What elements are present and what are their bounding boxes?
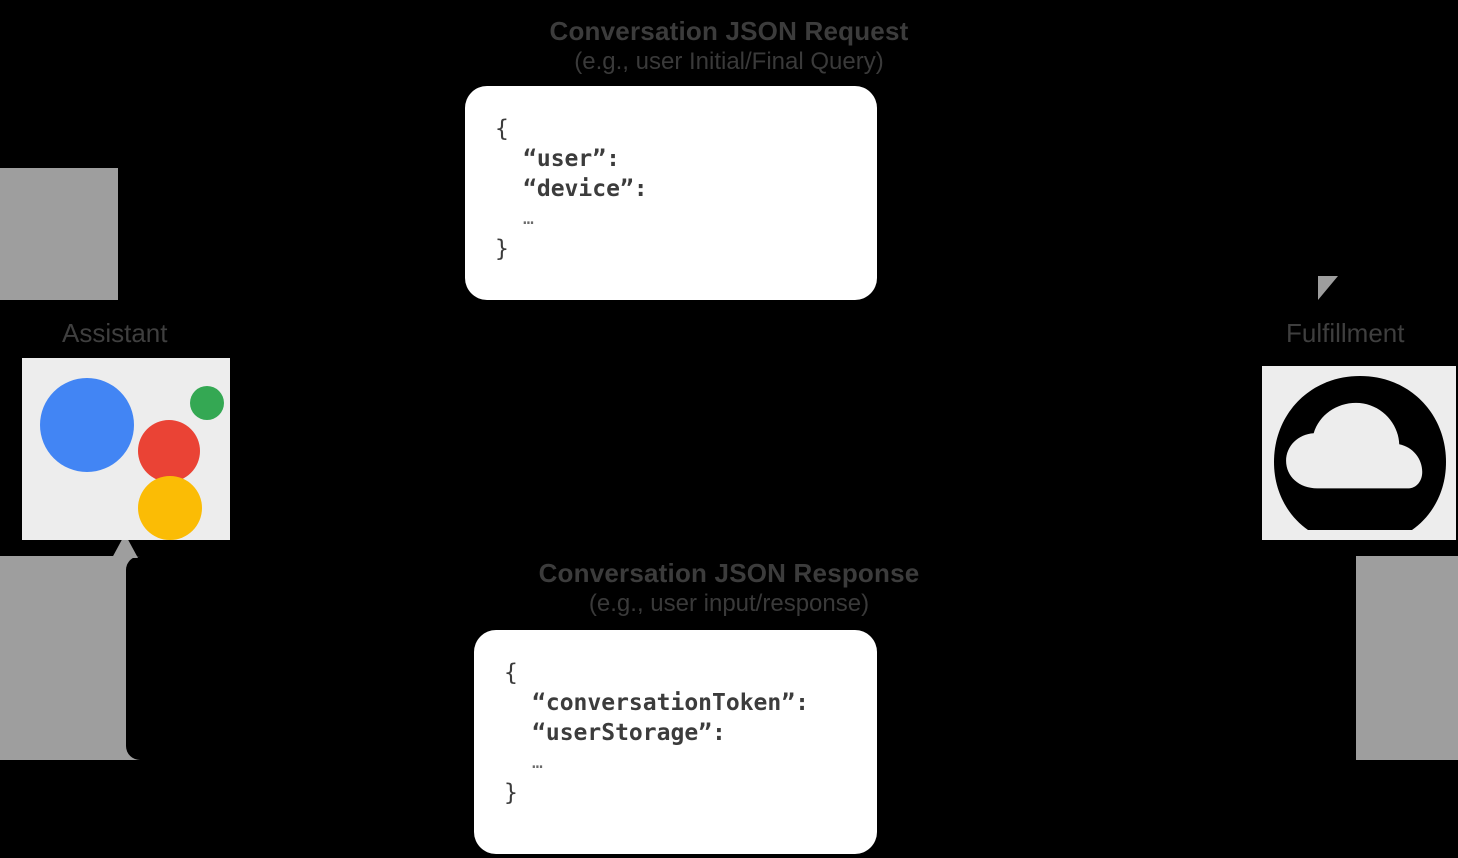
- fulfillment-icon-tile: [1262, 366, 1456, 540]
- response-json-key-user-storage: “userStorage”:: [532, 720, 726, 746]
- request-json-close-brace: }: [495, 236, 509, 262]
- request-json-card: { “user”: “device”: … }: [465, 86, 877, 300]
- response-json-close-brace: }: [504, 780, 518, 806]
- response-json-card: { “conversationToken”: “userStorage”: … …: [474, 630, 877, 854]
- cloud-icon: [1274, 376, 1446, 530]
- assistant-yellow-dot-icon: [138, 476, 202, 540]
- assistant-label: Assistant: [62, 318, 168, 348]
- response-json-key-conversation-token: “conversationToken”:: [532, 690, 809, 716]
- request-flow-title: Conversation JSON Request: [549, 16, 909, 46]
- request-arrow-head-icon: [1318, 276, 1338, 300]
- request-json-open-brace: {: [495, 116, 509, 142]
- fulfillment-label: Fulfillment: [1286, 318, 1405, 348]
- assistant-icon-tile: [22, 358, 230, 540]
- request-json-ellipsis: …: [523, 208, 534, 229]
- request-json-key-device: “device”:: [523, 176, 648, 202]
- assistant-blue-dot-icon: [40, 378, 134, 472]
- response-flow-subtitle: (e.g., user input/response): [588, 590, 870, 617]
- request-json-key-user: “user”:: [523, 146, 620, 172]
- response-flow-title: Conversation JSON Response: [538, 558, 920, 588]
- assistant-red-dot-icon: [138, 420, 200, 482]
- request-flow-subtitle: (e.g., user Initial/Final Query): [574, 48, 884, 75]
- assistant-green-dot-icon: [190, 386, 224, 420]
- response-json-open-brace: {: [504, 660, 518, 686]
- response-json-ellipsis: …: [532, 752, 543, 773]
